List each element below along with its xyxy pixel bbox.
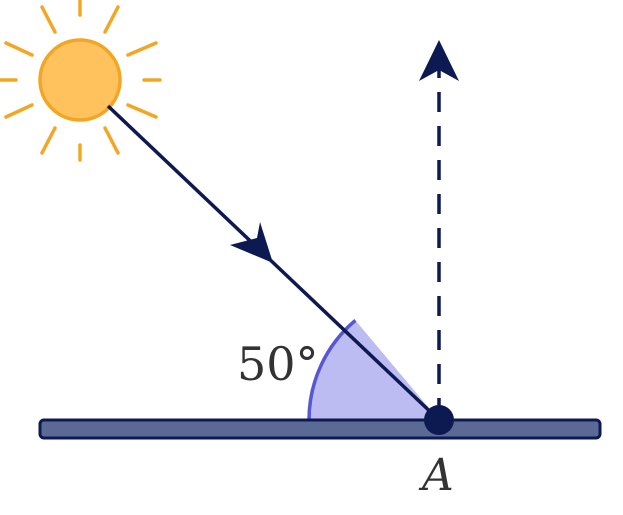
vertical-ray-arrowhead (419, 40, 459, 81)
incident-ray (106, 104, 441, 422)
incident-ray-arrowhead (230, 222, 273, 263)
reflecting-surface (38, 418, 602, 440)
sun-icon (0, 0, 162, 162)
angle-arc (307, 319, 357, 421)
point-a-label: A (418, 450, 454, 501)
sun-disc (38, 38, 122, 122)
point-a-marker (424, 405, 454, 435)
angle-label: 50° (237, 337, 319, 391)
sun-rays (0, 0, 162, 162)
angle-wedge (309, 320, 439, 420)
